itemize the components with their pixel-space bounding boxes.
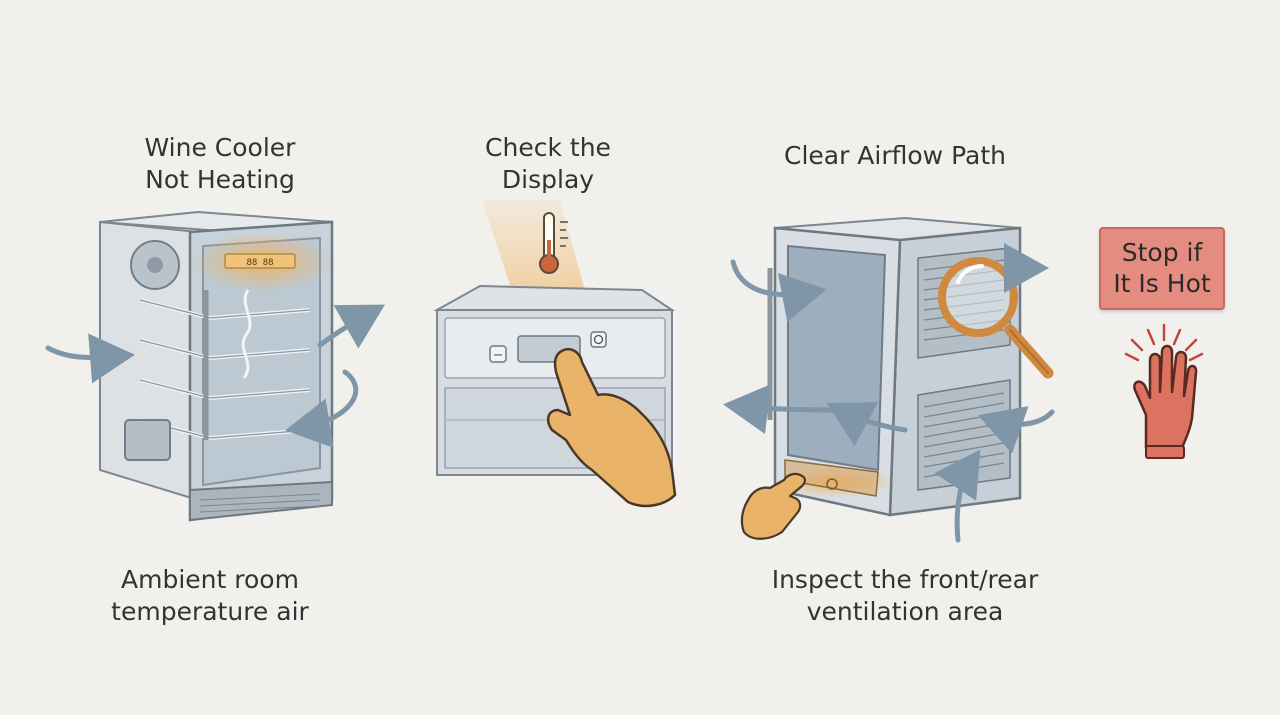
panel1-caption: Ambient room temperature air [90, 564, 330, 628]
panel2-title-line2: Display [501, 165, 595, 194]
minus-button-symbol: − [493, 348, 504, 363]
panel2-title: Check the Display [468, 132, 628, 196]
panel3-caption: Inspect the front/rear ventilation area [740, 564, 1070, 628]
panel3-title: Clear Airflow Path [783, 141, 1006, 170]
panel1-caption-line2: temperature air [111, 597, 309, 626]
panel2-title-line1: Check the [485, 133, 611, 162]
panel1-title: Wine Cooler Not Heating [120, 132, 320, 196]
airflow-arrow [723, 243, 1055, 543]
wine-cooler-cutaway: 88 88 [99, 210, 334, 522]
panel1-caption-line1: Ambient room [121, 565, 299, 594]
panel3-caption-line2: ventilation area [806, 597, 1004, 626]
magnifier-icon [938, 257, 1054, 379]
panel3-caption-line1: Inspect the front/rear [771, 565, 1039, 594]
stop-hand-icon [1124, 323, 1204, 459]
pointing-hand-icon [546, 347, 677, 508]
panel1-display-readout: 88 88 [246, 258, 273, 268]
thermometer-icon [539, 212, 568, 274]
panel2-control-panel: − [433, 200, 676, 476]
vent-grille [917, 247, 1011, 491]
stop-warning-line2: It Is Hot [1113, 269, 1211, 298]
panel1-title-line2: Not Heating [145, 165, 295, 194]
stop-warning-line1: Stop if [1121, 238, 1203, 267]
stop-warning-badge: Stop if It Is Hot [1099, 227, 1225, 310]
wine-cooler-front [767, 216, 1022, 517]
panel1-title-line1: Wine Cooler [144, 133, 296, 162]
airflow-arrow [45, 304, 386, 448]
pointing-hand-icon [740, 472, 807, 540]
